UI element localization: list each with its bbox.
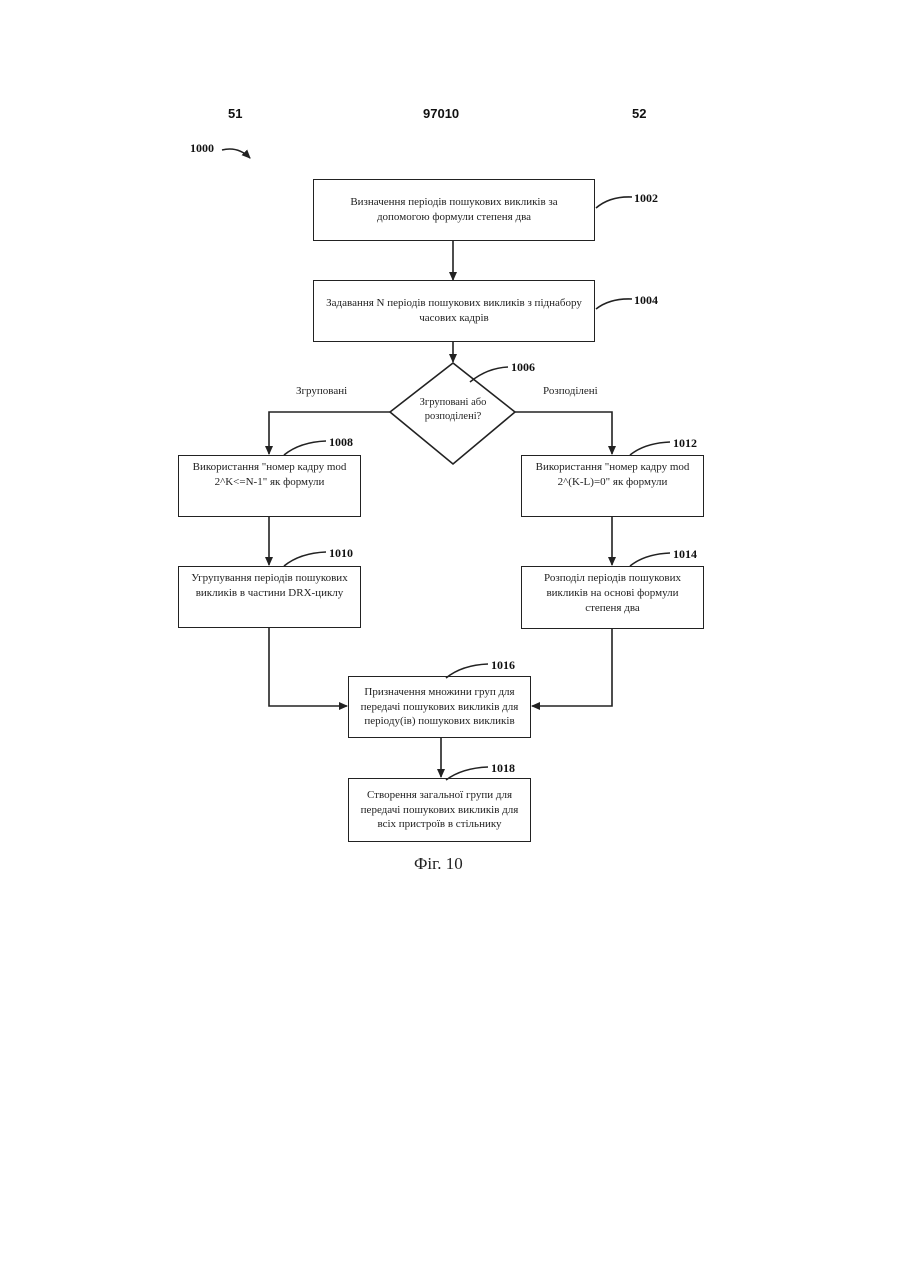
step-1018-line-1: Створення загальної групи для xyxy=(361,788,519,803)
ref-leader-1006 xyxy=(470,367,508,382)
step-1012-box: Використання "номер кадру mod 2^(K-L)=0"… xyxy=(521,455,704,517)
decision-1006-text: Згруповані або розподілені? xyxy=(398,396,508,424)
ref-label-1002: 1002 xyxy=(634,191,658,206)
step-1002-line-1: Визначення періодів пошукових викликів з… xyxy=(350,195,557,210)
step-1008-line-2: 2^K<=N-1" як формули xyxy=(193,475,347,490)
branch-label-grouped: Згруповані xyxy=(296,385,347,397)
step-1002-line-2: допомогою формули степеня два xyxy=(350,210,557,225)
step-1010-box: Угрупування періодів пошукових викликів … xyxy=(178,566,361,628)
step-1004-line-1: Задавання N періодів пошукових викликів … xyxy=(326,296,582,311)
step-1008-line-1: Використання "номер кадру mod xyxy=(193,460,347,475)
ref-label-1000: 1000 xyxy=(190,141,214,156)
arrow-1014-1016 xyxy=(532,628,612,706)
branch-label-distributed: Розподілені xyxy=(543,385,598,397)
step-1016-line-2: передачі пошукових викликів для xyxy=(361,700,519,715)
ref-leader-1014 xyxy=(630,553,670,566)
step-1016-box: Призначення множини груп для передачі по… xyxy=(348,676,531,738)
ref-label-1008: 1008 xyxy=(329,435,353,450)
step-1014-line-3: степеня два xyxy=(544,601,681,616)
arrow-1006-1012 xyxy=(515,412,612,454)
step-1004-line-2: часових кадрів xyxy=(326,311,582,326)
step-1002-box: Визначення періодів пошукових викликів з… xyxy=(313,179,595,241)
arrow-1010-1016 xyxy=(269,627,347,706)
ref-label-1004: 1004 xyxy=(634,293,658,308)
step-1016-line-3: періоду(ів) пошукових викликів xyxy=(361,714,519,729)
ref-leader-1008 xyxy=(284,441,326,455)
step-1008-box: Використання "номер кадру mod 2^K<=N-1" … xyxy=(178,455,361,517)
decision-1006-line-2: розподілені? xyxy=(398,410,508,424)
ref-label-1010: 1010 xyxy=(329,546,353,561)
ref-1000-pointer xyxy=(222,149,250,158)
step-1016-line-1: Призначення множини груп для xyxy=(361,685,519,700)
ref-label-1018: 1018 xyxy=(491,761,515,776)
step-1012-line-2: 2^(K-L)=0" як формули xyxy=(536,475,690,490)
step-1012-line-1: Використання "номер кадру mod xyxy=(536,460,690,475)
ref-label-1016: 1016 xyxy=(491,658,515,673)
ref-label-1014: 1014 xyxy=(673,547,697,562)
step-1018-line-3: всіх пристроїв в стільнику xyxy=(361,817,519,832)
ref-leader-1002 xyxy=(596,197,632,208)
step-1010-line-2: викликів в частини DRX-циклу xyxy=(191,586,347,601)
figure-caption: Фіг. 10 xyxy=(414,854,463,874)
ref-leader-1004 xyxy=(596,299,632,309)
decision-1006-line-1: Згруповані або xyxy=(398,396,508,410)
step-1014-line-1: Розподіл періодів пошукових xyxy=(544,571,681,586)
ref-label-1006: 1006 xyxy=(511,360,535,375)
step-1018-box: Створення загальної групи для передачі п… xyxy=(348,778,531,842)
ref-leader-1010 xyxy=(284,552,326,566)
step-1014-box: Розподіл періодів пошукових викликів на … xyxy=(521,566,704,629)
step-1018-line-2: передачі пошукових викликів для xyxy=(361,803,519,818)
step-1004-box: Задавання N періодів пошукових викликів … xyxy=(313,280,595,342)
ref-leader-1012 xyxy=(630,442,670,455)
step-1014-line-2: викликів на основі формули xyxy=(544,586,681,601)
step-1010-line-1: Угрупування періодів пошукових xyxy=(191,571,347,586)
ref-label-1012: 1012 xyxy=(673,436,697,451)
